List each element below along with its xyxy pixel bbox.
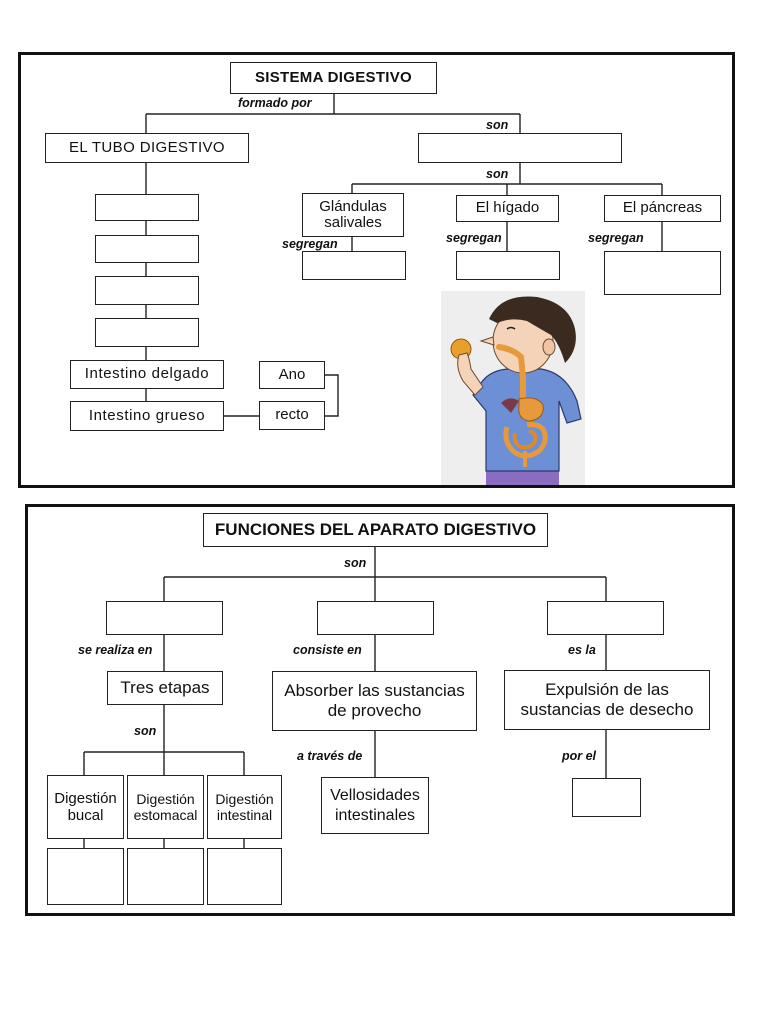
digestion-blank[interactable] <box>106 601 223 635</box>
digestion-estomacal-box: Digestión estomacal <box>127 775 204 839</box>
glandulas-salivales-box: Glándulas salivales <box>302 193 404 237</box>
son-label-top-1: son <box>486 118 509 132</box>
por-el-label: por el <box>562 749 597 763</box>
segregan-label-3: segregan <box>588 231 644 245</box>
tubo-blank-2[interactable] <box>95 235 199 263</box>
ano-blank[interactable] <box>572 778 641 817</box>
jugo-pancreatico-blank[interactable] <box>604 251 721 295</box>
glandulas-anexas-blank[interactable] <box>418 133 622 163</box>
funciones-title: FUNCIONES DEL APARATO DIGESTIVO <box>203 513 548 547</box>
tubo-digestivo-box: EL TUBO DIGESTIVO <box>45 133 249 163</box>
bilis-blank[interactable] <box>456 251 560 280</box>
absorcion-blank[interactable] <box>317 601 434 635</box>
es-la-label: es la <box>568 643 596 657</box>
intestinal-result-blank[interactable] <box>207 848 282 905</box>
expulsion-box: Expulsión de las sustancias de desecho <box>504 670 710 730</box>
consiste-en-label: consiste en <box>293 643 362 657</box>
segregan-label-1: segregan <box>282 237 338 251</box>
digestion-intestinal-box: Digestión intestinal <box>207 775 282 839</box>
higado-box: El hígado <box>456 195 559 222</box>
saliva-blank[interactable] <box>302 251 406 280</box>
boy-digestive-system-illustration <box>441 291 585 485</box>
recto-box: recto <box>259 401 325 430</box>
excrecion-blank[interactable] <box>547 601 664 635</box>
tres-etapas-box: Tres etapas <box>107 671 223 705</box>
segregan-label-2: segregan <box>446 231 502 245</box>
son-label-top-2: son <box>486 167 509 181</box>
a-traves-de-label: a través de <box>297 749 363 763</box>
absorber-box: Absorber las sustancias de provecho <box>272 671 477 731</box>
pancreas-box: El páncreas <box>604 195 721 222</box>
bottom-panel <box>25 504 735 916</box>
son-label-bottom-2: son <box>134 724 157 738</box>
tubo-blank-4[interactable] <box>95 318 199 347</box>
formado-por-label: formado por <box>238 96 312 110</box>
vellosidades-box: Vellosidades intestinales <box>321 777 429 834</box>
bucal-result-blank[interactable] <box>47 848 124 905</box>
son-label-bottom-1: son <box>344 556 367 570</box>
digestion-bucal-box: Digestión bucal <box>47 775 124 839</box>
se-realiza-en-label: se realiza en <box>78 643 153 657</box>
top-panel <box>18 52 735 488</box>
tubo-blank-3[interactable] <box>95 276 199 305</box>
intestino-delgado-box: Intestino delgado <box>70 360 224 389</box>
sistema-digestivo-title: SISTEMA DIGESTIVO <box>230 62 437 94</box>
ano-box: Ano <box>259 361 325 389</box>
intestino-grueso-box: Intestino grueso <box>70 401 224 431</box>
estomacal-result-blank[interactable] <box>127 848 204 905</box>
tubo-blank-1[interactable] <box>95 194 199 221</box>
